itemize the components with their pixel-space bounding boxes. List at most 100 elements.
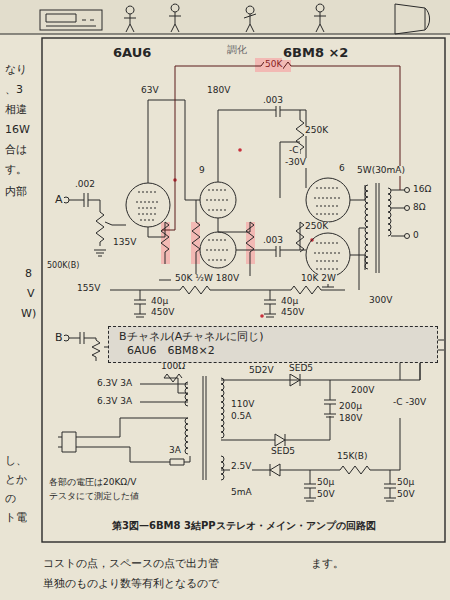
circuit-label: ます。: [310, 558, 345, 570]
tubes: [126, 178, 350, 277]
circuit-label: .003: [262, 96, 284, 106]
circuit-label: B: [54, 332, 64, 344]
circuit-label: なり: [4, 64, 28, 76]
filter-capacitor: [134, 290, 146, 317]
circuit-label: 6BM8 ×2: [282, 46, 349, 60]
person-figure: [124, 6, 136, 32]
tube-pentode: [306, 233, 350, 277]
circuit-label: テスタにて測定した値: [48, 492, 140, 502]
output-wires: [391, 190, 405, 236]
circuit-label: 6.3V 3A: [96, 397, 133, 407]
circuit-label: 合は: [4, 144, 28, 156]
b-plus-rail: [110, 286, 345, 294]
heater-wiring: [140, 374, 188, 402]
circuit-label: SED5: [270, 447, 296, 457]
circuit-label: 200V: [350, 386, 375, 396]
channel-box: Bチャネル(Aチャネルに同じ)6AU6 6BM8×2: [108, 326, 438, 363]
figure-frame: [42, 38, 445, 542]
circuit-label: 単独のものより数等有利となるので: [42, 578, 220, 590]
b-input: [69, 332, 108, 361]
output-terminal: [405, 206, 410, 211]
circuit-label: -C -30V: [392, 398, 427, 408]
circuit-label: 各部の電圧は20KΩ/V: [48, 478, 137, 488]
circuit-label: 100Ω: [160, 362, 186, 372]
tube-electrodes: [206, 190, 230, 210]
circuit-label: コストの点，スペースの点で出力管: [42, 558, 220, 570]
circuit-label: 5mA: [230, 488, 253, 498]
red-marks: [158, 58, 314, 318]
tube-electrodes: [314, 243, 342, 269]
filter-capacitor: [264, 290, 276, 317]
radio-panel: [46, 14, 96, 26]
circuit-label: ト電: [4, 512, 28, 524]
circuit-label: -C: [288, 146, 300, 156]
circuit-label: 8: [24, 268, 33, 280]
tube-pentode: [306, 178, 350, 222]
tube-electrodes: [314, 188, 342, 214]
coil-winding: [388, 188, 391, 236]
circuit-label: 50K: [264, 60, 283, 70]
circuit-label: 6: [338, 164, 346, 174]
circuit-label: 0.5A: [230, 412, 252, 422]
circuit-label: 、3: [4, 84, 24, 96]
circuit-label: とか: [4, 474, 28, 486]
coil-winding: [185, 418, 188, 454]
circuit-label: 500K(B): [46, 262, 80, 271]
red-dot: [260, 314, 264, 318]
tube-electrodes: [136, 192, 160, 220]
coil-winding: [365, 185, 368, 269]
center-tap: [359, 228, 365, 290]
circuit-label: 0: [412, 231, 420, 241]
transformer-core: [376, 183, 379, 273]
input-terminal: [63, 335, 69, 341]
circuit-label: 250K: [304, 126, 329, 136]
circuit-label: 450V: [280, 308, 305, 318]
circuit-label: 135V: [112, 238, 137, 248]
circuit-label: 450V: [150, 308, 175, 318]
person-figure: [169, 4, 181, 32]
person-figure: [314, 4, 326, 32]
circuit-label: 5W(30mA): [356, 166, 406, 176]
figure-caption: 第3図—6BM8 3結PPステレオ・メイン・アンプの回路図: [112, 520, 376, 532]
circuit-label: 50V: [396, 490, 416, 500]
bias-capacitor: [304, 470, 316, 501]
speaker-drawing: [395, 4, 430, 34]
rectifier-circuit: [221, 362, 420, 417]
circuit-label: 10K 2W: [300, 274, 337, 284]
pot-wiper: [105, 222, 126, 225]
circuit-label: 16Ω: [412, 185, 432, 195]
cathode-ground: [148, 100, 334, 287]
circuit-label: 6.3V 3A: [96, 379, 133, 389]
circuit-label: す。: [4, 164, 28, 176]
box-text: 6AU6 6BM8×2: [119, 344, 427, 358]
output-terminal: [405, 234, 410, 239]
circuit-label: 180V: [206, 86, 231, 96]
primary-wiring: [76, 418, 190, 465]
grid-resistor: [192, 200, 200, 278]
circuit-label: 110V: [230, 400, 255, 410]
circuit-label: 15K(B): [336, 452, 369, 462]
a-channel-wiring: [63, 62, 410, 317]
circuit-label: A: [54, 194, 64, 206]
input-terminal: [63, 197, 69, 203]
header-band: [0, 0, 450, 34]
tube-electrodes: [206, 240, 230, 260]
circuit-label: 調化: [226, 44, 248, 55]
person-figure: [244, 6, 256, 32]
circuit-label: 155V: [76, 284, 101, 294]
circuit-label: 相違: [4, 104, 28, 116]
red-dot: [238, 148, 242, 152]
circuit-label: 16W: [4, 124, 31, 136]
circuit-label: 40μ: [150, 297, 169, 307]
circuit-label: 8Ω: [412, 203, 427, 213]
radio-cabinet: [40, 10, 102, 30]
circuit-label: V: [26, 288, 36, 300]
circuit-label: 50μ: [396, 478, 415, 488]
circuit-label: 180V: [338, 414, 363, 424]
circuit-label: 5D2V: [248, 366, 275, 376]
circuit-label: の: [4, 493, 17, 505]
input-capacitor: [69, 193, 100, 208]
cathode-resistor: [148, 222, 171, 280]
circuit-label: -30V: [284, 158, 307, 168]
circuit-label: .003: [262, 236, 284, 246]
